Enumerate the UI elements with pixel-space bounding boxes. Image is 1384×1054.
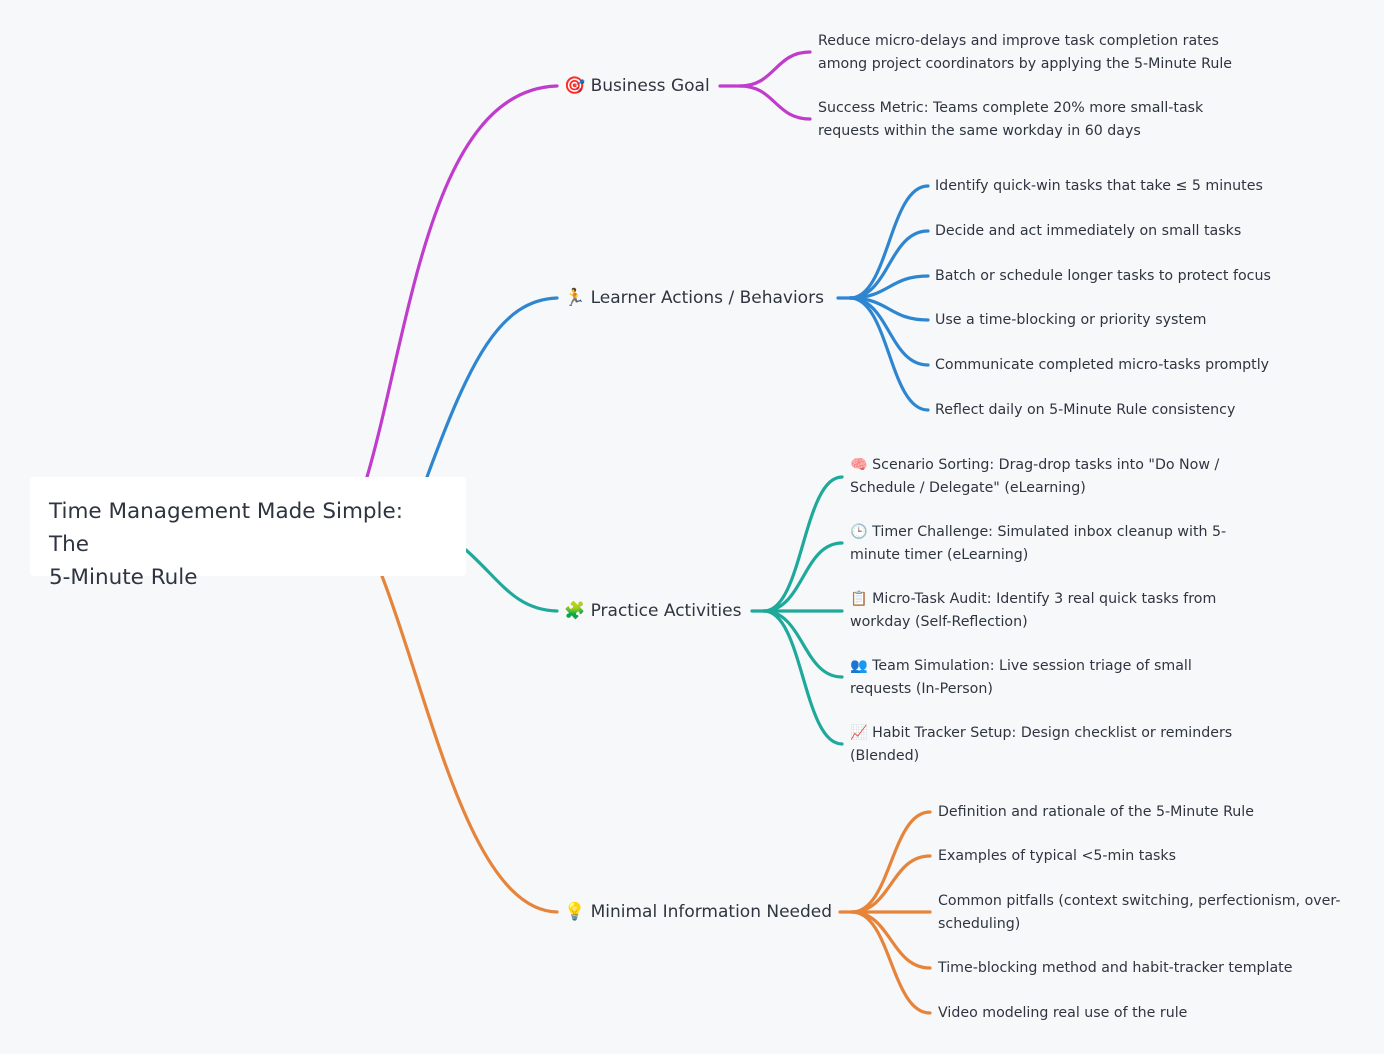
link-root-business-goal (365, 84, 559, 479)
leaf-learner-5[interactable]: Communicate completed micro-tasks prompt… (935, 357, 1270, 373)
link-business-leaf-1 (738, 50, 812, 88)
link-root-minimal-information (380, 574, 559, 914)
link-info-leaf-2 (850, 854, 932, 914)
link-practice-leaf-4 (762, 609, 844, 679)
branch-label: Practice Activities (590, 601, 742, 621)
link-practice-leaf-5 (762, 609, 844, 746)
link-learner-leaf-1 (848, 184, 930, 300)
leaf-practice-1[interactable]: 🧠 Scenario Sorting: Drag-drop tasks into… (850, 457, 1220, 496)
leaf-info-4[interactable]: Time-blocking method and habit-tracker t… (938, 960, 1293, 976)
link-learner-leaf-6 (848, 296, 930, 412)
leaf-learner-3[interactable]: Batch or schedule longer tasks to protec… (935, 268, 1271, 284)
link-info-leaf-5 (850, 910, 932, 1015)
leaf-practice-4[interactable]: 👥 Team Simulation: Live session triage o… (850, 658, 1192, 697)
link-info-leaf-1 (850, 810, 932, 914)
link-root-practice-activities (464, 548, 559, 613)
target-icon: 🎯 (564, 76, 586, 96)
leaf-info-2[interactable]: Examples of typical <5-min tasks (938, 848, 1177, 864)
leaf-info-1[interactable]: Definition and rationale of the 5-Minute… (938, 804, 1254, 820)
leaf-learner-6[interactable]: Reflect daily on 5-Minute Rule consisten… (935, 402, 1236, 418)
leaf-info-5[interactable]: Video modeling real use of the rule (938, 1005, 1188, 1021)
leaf-practice-5[interactable]: 📈 Habit Tracker Setup: Design checklist … (850, 725, 1233, 764)
branch-business-goal[interactable]: 🎯 Business Goal (564, 74, 710, 98)
leaf-business-goal-1[interactable]: Reduce micro-delays and improve task com… (818, 33, 1232, 72)
root-topic-line-2: 5-Minute Rule (49, 565, 198, 590)
runner-icon: 🏃 (564, 288, 586, 308)
leaf-business-goal-2[interactable]: Success Metric: Teams complete 20% more … (818, 100, 1204, 139)
branch-label: Business Goal (590, 76, 710, 96)
root-topic-line-1: Time Management Made Simple: The (49, 499, 404, 557)
leaf-learner-2[interactable]: Decide and act immediately on small task… (935, 223, 1242, 239)
leaf-practice-2[interactable]: 🕒 Timer Challenge: Simulated inbox clean… (850, 524, 1227, 563)
link-practice-leaf-2 (762, 541, 844, 613)
root-topic[interactable]: Time Management Made Simple: The 5-Minut… (30, 477, 466, 590)
lightbulb-icon: 💡 (564, 902, 586, 922)
leaf-practice-3[interactable]: 📋 Micro-Task Audit: Identify 3 real quic… (850, 591, 1217, 630)
leaf-info-3[interactable]: Common pitfalls (context switching, perf… (938, 893, 1341, 932)
link-practice-leaf-1 (762, 475, 844, 613)
branch-minimal-information[interactable]: 💡 Minimal Information Needed (564, 900, 832, 924)
puzzle-icon: 🧩 (564, 601, 586, 621)
leaf-learner-4[interactable]: Use a time-blocking or priority system (935, 312, 1207, 328)
link-business-leaf-2 (738, 84, 812, 121)
branch-label: Minimal Information Needed (590, 902, 833, 922)
link-learner-leaf-2 (848, 229, 930, 300)
branch-practice-activities[interactable]: 🧩 Practice Activities (564, 599, 741, 623)
branch-label: Learner Actions / Behaviors (590, 288, 824, 308)
leaf-learner-1[interactable]: Identify quick-win tasks that take ≤ 5 m… (935, 178, 1263, 194)
branch-learner-actions[interactable]: 🏃 Learner Actions / Behaviors (564, 286, 824, 310)
link-root-learner-actions (425, 296, 559, 479)
